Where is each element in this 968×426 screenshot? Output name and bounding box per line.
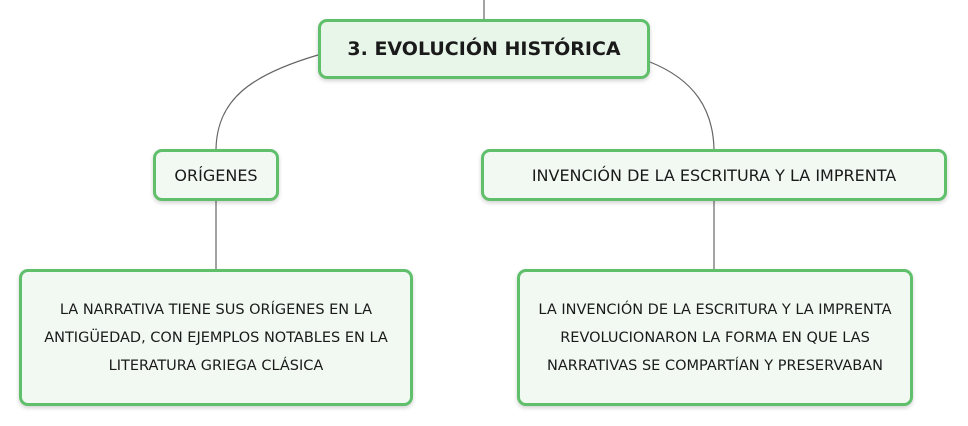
- topic-node-origenes[interactable]: ORÍGENES: [153, 149, 279, 201]
- detail-node-origenes[interactable]: LA NARRATIVA TIENE SUS ORÍGENES EN LA AN…: [19, 269, 413, 406]
- topic-node-label: INVENCIÓN DE LA ESCRITURA Y LA IMPRENTA: [531, 165, 897, 185]
- detail-node-text: LA NARRATIVA TIENE SUS ORÍGENES EN LA AN…: [44, 301, 388, 374]
- detail-node-text: LA INVENCIÓN DE LA ESCRITURA Y LA IMPREN…: [538, 301, 892, 374]
- topic-node-label: ORÍGENES: [174, 165, 258, 185]
- connector-central-to-invencion: [649, 61, 715, 150]
- central-node-label: 3. EVOLUCIÓN HISTÓRICA: [347, 38, 621, 60]
- detail-node-invencion[interactable]: LA INVENCIÓN DE LA ESCRITURA Y LA IMPREN…: [517, 269, 913, 406]
- connector-central-to-origenes: [215, 54, 319, 150]
- central-node[interactable]: 3. EVOLUCIÓN HISTÓRICA: [318, 19, 650, 79]
- topic-node-invencion[interactable]: INVENCIÓN DE LA ESCRITURA Y LA IMPRENTA: [481, 149, 947, 201]
